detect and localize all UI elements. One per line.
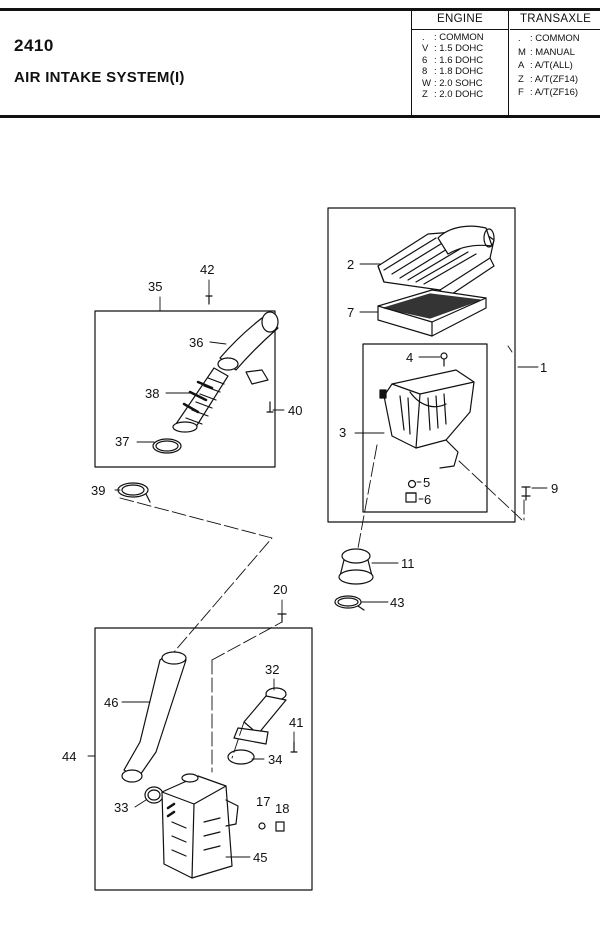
resonator-duct-part: [233, 687, 287, 745]
air-cleaner-group-frame: [327, 207, 516, 523]
engine-code-row: 6: 1.6 DOHC: [422, 54, 484, 66]
engine-code-row: V: 1.5 DOHC: [422, 43, 484, 55]
part-number-label: 35: [148, 279, 162, 294]
lower-case-part: [379, 352, 475, 469]
legend-table: ENGINE .: COMMON V: 1.5 DOHC 6: 1.6 DOHC…: [411, 8, 600, 118]
part-number-label: 6: [424, 492, 431, 507]
engine-code-row: W: 2.0 SOHC: [422, 77, 483, 89]
elbow-pipe-part: [217, 311, 279, 385]
section-code: 2410: [14, 36, 54, 55]
part-number-label: 9: [551, 481, 558, 496]
filter-element-part: [377, 289, 487, 337]
resonator-body-part: [161, 773, 239, 879]
header-bottom-rule: [0, 115, 600, 118]
grommet-part: [405, 479, 417, 503]
part-number-label: 3: [339, 425, 346, 440]
part-number-label: 46: [104, 695, 118, 710]
bolt-part: [521, 486, 531, 501]
part-number-label: 4: [406, 350, 413, 365]
bolt-part: [205, 295, 213, 305]
leader-lines: [87, 263, 548, 858]
part-number-label: 43: [390, 595, 404, 610]
transaxle-code-row: F: A/T(ZF16): [518, 87, 579, 99]
screw-part: [266, 401, 274, 413]
air-hose-part: [121, 651, 187, 783]
part-number-label: 5: [423, 475, 430, 490]
engine-heading: ENGINE: [412, 8, 508, 30]
part-number-label: 34: [268, 752, 282, 767]
transaxle-code-row: .: COMMON: [518, 33, 580, 44]
air-cleaner-lower-frame: [362, 343, 488, 513]
transaxle-code-row: A: A/T(ALL): [518, 60, 573, 72]
engine-code-row: 8: 1.8 DOHC: [422, 66, 484, 78]
hose-clamp-part: [152, 438, 182, 454]
part-number-label: 45: [253, 850, 267, 865]
part-number-label: 36: [189, 335, 203, 350]
part-number-label: 41: [289, 715, 303, 730]
part-number-label: 2: [347, 257, 354, 272]
lower-group-frame: [94, 627, 313, 891]
transaxle-code-row: Z: A/T(ZF14): [518, 73, 579, 85]
bellows-hose-part: [172, 367, 229, 433]
header-top-rule: [0, 8, 600, 11]
part-number-label: 37: [115, 434, 129, 449]
fastener-part: [258, 821, 285, 832]
part-number-label: 7: [347, 305, 354, 320]
engine-column: ENGINE .: COMMON V: 1.5 DOHC 6: 1.6 DOHC…: [412, 8, 509, 118]
section-title: AIR INTAKE SYSTEM(I): [14, 69, 185, 86]
intake-connector-part: [338, 548, 374, 585]
catalog-header: 2410 AIR INTAKE SYSTEM(I) ENGINE .: COMM…: [0, 0, 600, 120]
part-number-label: 44: [62, 749, 76, 764]
part-number-label: 17: [256, 794, 270, 809]
transaxle-code-row: M: MANUAL: [518, 46, 575, 58]
hose-clamp-part: [334, 595, 365, 611]
transaxle-heading: TRANSAXLE: [510, 8, 600, 30]
duct-group-frame: [94, 310, 276, 468]
part-number-label: 20: [273, 582, 287, 597]
transaxle-column: TRANSAXLE .: COMMON M: MANUAL A: A/T(ALL…: [510, 8, 600, 118]
part-number-label: 40: [288, 403, 302, 418]
engine-code-row: .: COMMON: [422, 32, 484, 43]
bolt-part: [277, 613, 287, 623]
upper-cover-part: [377, 225, 495, 299]
part-number-label: 32: [265, 662, 279, 677]
hose-clamp-part: [144, 786, 164, 804]
engine-code-row: Z: 2.0 DOHC: [422, 89, 484, 101]
part-number-label: 38: [145, 386, 159, 401]
part-number-label: 39: [91, 483, 105, 498]
screw-part: [290, 741, 298, 753]
part-number-label: 1: [540, 360, 547, 375]
part-number-label: 42: [200, 262, 214, 277]
part-number-label: 33: [114, 800, 128, 815]
part-number-label: 18: [275, 801, 289, 816]
gasket-part: [227, 749, 255, 765]
part-number-label: 11: [401, 556, 415, 571]
connection-lines: [119, 345, 525, 773]
